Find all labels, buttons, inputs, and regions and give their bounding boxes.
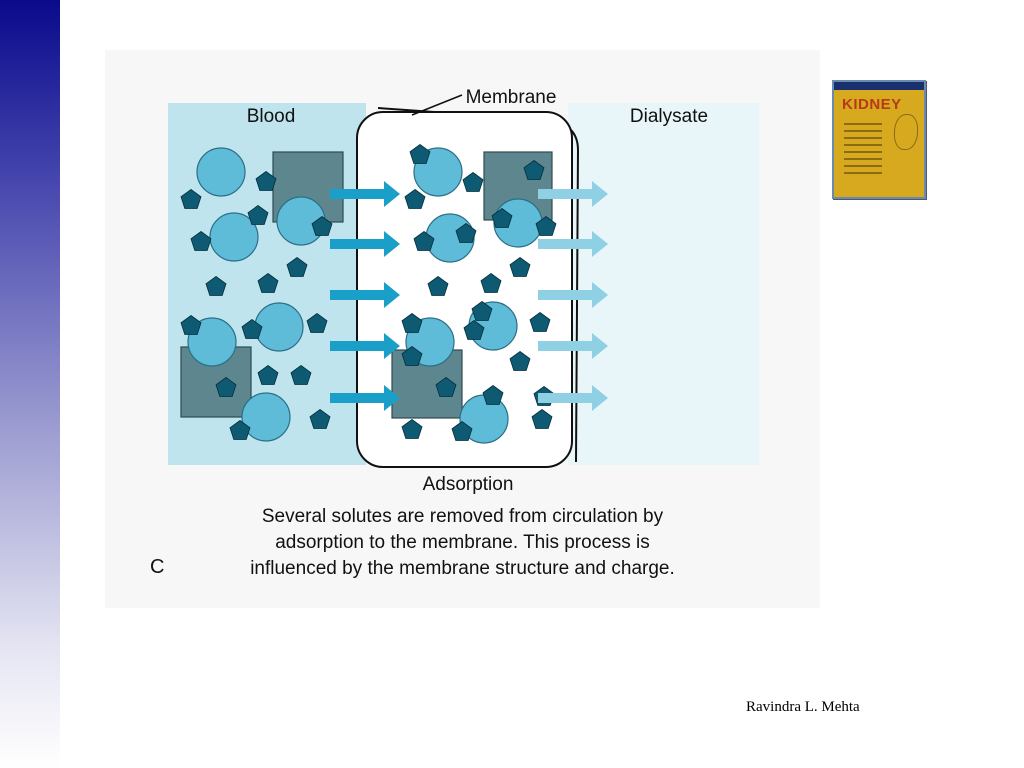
book-top-band — [834, 82, 924, 90]
small-solute-pentagon — [190, 231, 212, 251]
blood-to-membrane-arrow — [330, 181, 400, 207]
small-solute-pentagon — [257, 273, 279, 293]
small-solute-pentagon — [471, 301, 493, 321]
blood-to-membrane-arrow — [330, 385, 400, 411]
small-solute-pentagon — [247, 205, 269, 225]
medium-solute-circle — [196, 147, 246, 197]
slide-side-gradient-bar — [0, 0, 60, 768]
small-solute-pentagon — [529, 312, 551, 332]
small-solute-pentagon — [401, 313, 423, 333]
small-solute-pentagon — [482, 385, 504, 405]
small-solute-pentagon — [290, 365, 312, 385]
kidney-illustration-icon — [894, 114, 918, 150]
membrane-leader-line — [411, 94, 463, 116]
membrane-to-dialysate-arrow — [538, 181, 608, 207]
small-solute-pentagon — [523, 160, 545, 180]
book-title: KIDNEY — [842, 96, 902, 113]
blood-to-membrane-arrow — [330, 282, 400, 308]
blood-to-membrane-arrow — [330, 333, 400, 359]
small-solute-pentagon — [180, 189, 202, 209]
medium-solute-circle — [241, 392, 291, 442]
small-solute-pentagon — [306, 313, 328, 333]
medium-solute-circle — [209, 212, 259, 262]
small-solute-pentagon — [509, 257, 531, 277]
small-solute-pentagon — [455, 223, 477, 243]
caption-line: influenced by the membrane structure and… — [250, 558, 675, 579]
membrane-to-dialysate-arrow — [538, 385, 608, 411]
small-solute-pentagon — [241, 319, 263, 339]
small-solute-pentagon — [215, 377, 237, 397]
small-solute-pentagon — [435, 377, 457, 397]
panel-letter: C — [150, 556, 165, 578]
small-solute-pentagon — [229, 420, 251, 440]
membrane-to-dialysate-arrow — [538, 333, 608, 359]
small-solute-pentagon — [404, 189, 426, 209]
large-solute-squares — [180, 151, 553, 419]
membrane-label: Membrane — [466, 87, 557, 108]
dialysate-region — [568, 103, 759, 465]
small-solute-pentagon — [451, 421, 473, 441]
small-solute-pentagons — [180, 144, 557, 441]
small-solute-pentagon — [255, 171, 277, 191]
small-solute-pentagon — [509, 351, 531, 371]
small-solute-pentagon — [401, 419, 423, 439]
medium-solute-circle — [187, 317, 237, 367]
caption-line: Several solutes are removed from circula… — [261, 506, 664, 527]
caption-line: adsorption to the membrane. This process… — [275, 532, 650, 553]
small-solute-pentagon — [205, 276, 227, 296]
small-solute-pentagon — [427, 276, 449, 296]
book-cover-image: KIDNEY — [832, 80, 926, 199]
small-solute-pentagon — [311, 216, 333, 236]
blood-to-membrane-arrow — [330, 231, 400, 257]
small-solute-pentagon — [462, 172, 484, 192]
small-solute-pentagon — [480, 273, 502, 293]
blood-label: Blood — [247, 106, 296, 127]
small-solute-pentagon — [409, 144, 431, 164]
small-solute-pentagon — [257, 365, 279, 385]
adsorption-label: Adsorption — [423, 474, 514, 495]
dialysate-label: Dialysate — [630, 106, 708, 127]
small-solute-pentagon — [401, 346, 423, 366]
transport-arrows — [330, 181, 608, 411]
author-credit: Ravindra L. Mehta — [746, 699, 860, 715]
figure-caption: Several solutes are removed from circula… — [105, 504, 820, 582]
membrane-to-dialysate-arrow — [538, 231, 608, 257]
small-solute-pentagon — [309, 409, 331, 429]
book-text-lines — [844, 118, 882, 179]
small-solute-pentagon — [413, 231, 435, 251]
small-solute-pentagon — [180, 315, 202, 335]
small-solute-pentagon — [535, 216, 557, 236]
small-solute-pentagon — [286, 257, 308, 277]
membrane-to-dialysate-arrow — [538, 282, 608, 308]
small-solute-pentagon — [463, 320, 485, 340]
small-solute-pentagon — [491, 208, 513, 228]
small-solute-pentagon — [531, 409, 553, 429]
large-solute-square — [483, 151, 553, 221]
